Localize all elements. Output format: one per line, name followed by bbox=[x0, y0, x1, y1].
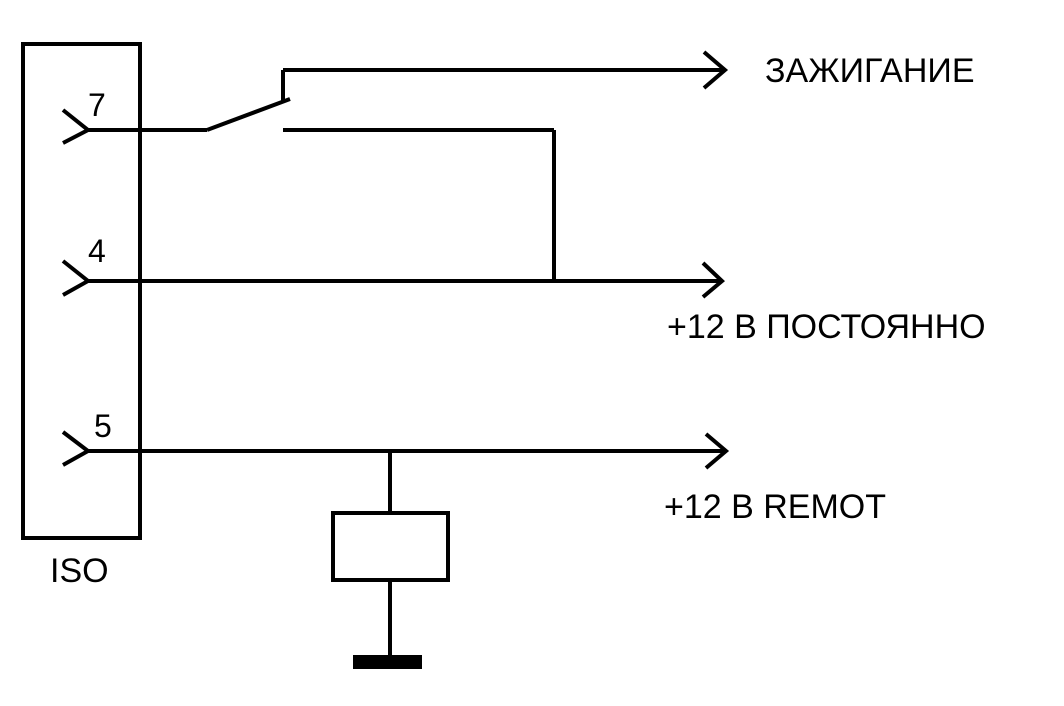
ground-symbol bbox=[353, 655, 422, 669]
pin-4-socket bbox=[61, 259, 92, 297]
pin-5-socket bbox=[61, 430, 92, 467]
relay-switch-contact bbox=[206, 97, 291, 132]
constant-arrow bbox=[701, 261, 726, 299]
relay-coil bbox=[331, 511, 450, 582]
ignition-arrow bbox=[702, 50, 729, 90]
constant-label: +12 В ПОСТОЯННО bbox=[667, 308, 986, 346]
pin-5: 5 bbox=[61, 408, 112, 467]
iso-connector-label: ISO bbox=[50, 552, 109, 590]
remote-label: +12 В REMOT bbox=[664, 488, 886, 526]
pin-7-number: 7 bbox=[88, 87, 106, 123]
pin-7-socket bbox=[61, 108, 92, 145]
pin-4: 4 bbox=[61, 233, 106, 297]
pin-7: 7 bbox=[61, 87, 106, 145]
pin-5-number: 5 bbox=[94, 408, 112, 444]
ignition-label: ЗАЖИГАНИЕ bbox=[765, 52, 975, 90]
remote-arrow bbox=[704, 432, 730, 470]
pin-4-number: 4 bbox=[88, 233, 106, 269]
iso-connector-block bbox=[21, 42, 142, 540]
